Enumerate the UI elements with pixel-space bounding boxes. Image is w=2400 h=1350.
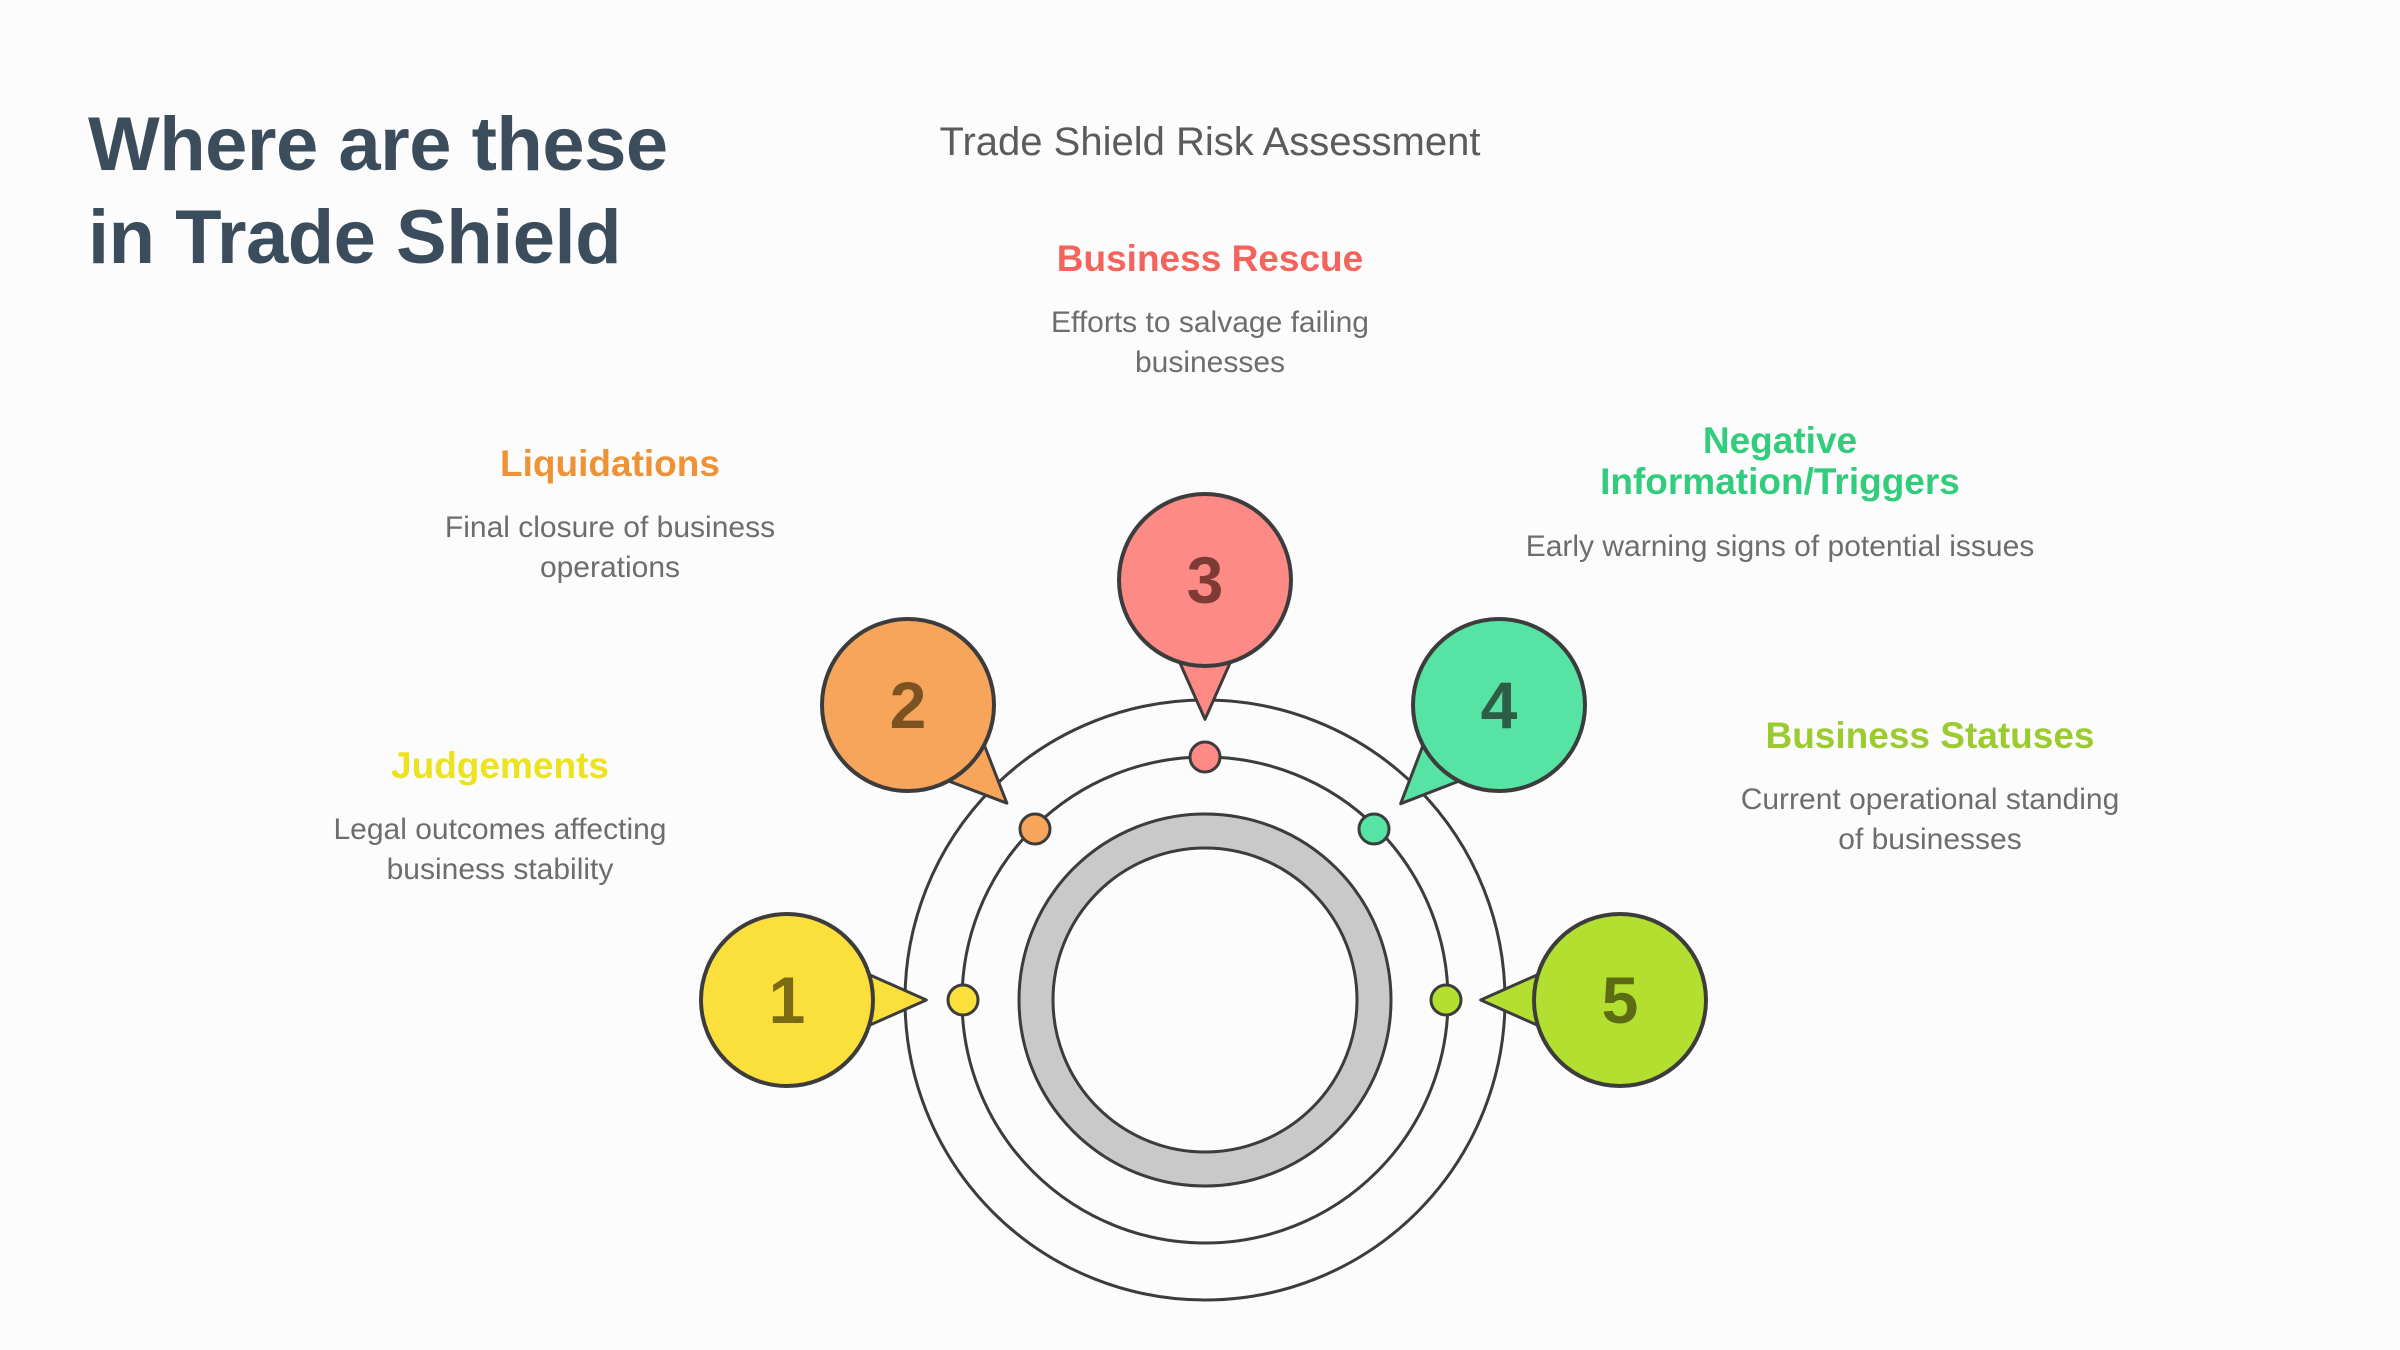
bubble-circle-5 (1532, 912, 1708, 1088)
number-bubble-4[interactable]: 4 (1399, 617, 1587, 806)
callout-business-statuses: Business Statuses Current operational st… (1730, 715, 2130, 860)
bubble-circle-2 (820, 617, 996, 793)
page-title-line-1: Where are these (88, 101, 668, 187)
callout-liquidations-title: Liquidations (500, 443, 720, 484)
bubble-number-5: 5 (1602, 963, 1639, 1037)
bubble-number-3: 3 (1187, 543, 1224, 617)
ring-dot-4 (1357, 812, 1391, 846)
callout-judgements: Judgements Legal outcomes affecting busi… (300, 745, 700, 890)
callout-negative-information-title: Negative Information/Triggers (1600, 420, 1960, 503)
callout-judgements-title: Judgements (391, 745, 609, 786)
bubble-number-2: 2 (890, 668, 927, 742)
number-bubble-1[interactable]: 1 (699, 912, 928, 1088)
bubble-circle-1 (699, 912, 875, 1088)
bubble-tail-1 (867, 973, 928, 1027)
callout-business-statuses-description: Current operational standing of business… (1740, 783, 2120, 857)
callout-negative-information-description: Early warning signs of potential issues (1525, 529, 2035, 563)
callout-negative-information: Negative Information/Triggers Early warn… (1520, 420, 2040, 566)
ring-dot-3 (1188, 740, 1222, 774)
bubble-number-1: 1 (769, 963, 806, 1037)
bubble-number-4: 4 (1481, 668, 1518, 742)
callout-business-rescue-title: Business Rescue (1056, 238, 1364, 279)
callout-liquidations: Liquidations Final closure of business o… (410, 443, 810, 588)
callout-business-statuses-title: Business Statuses (1765, 715, 2095, 756)
ring-dot-5 (1429, 983, 1463, 1017)
bubble-tail-3 (1178, 660, 1232, 721)
callout-liquidations-description: Final closure of business operations (444, 511, 776, 585)
center-donut-inner-edge (1051, 846, 1359, 1154)
page-title-line-2: in Trade Shield (88, 194, 622, 280)
page-title: Where are these in Trade Shield (88, 99, 848, 284)
bubble-circle-3 (1117, 492, 1293, 668)
diagram-title: Trade Shield Risk Assessment (939, 120, 1481, 164)
center-donut-outer-edge (1017, 812, 1393, 1188)
number-bubble-3[interactable]: 3 (1117, 492, 1293, 721)
number-bubble-2[interactable]: 2 (820, 617, 1009, 805)
bubble-tail-5 (1479, 973, 1540, 1027)
callout-business-rescue: Business Rescue Efforts to salvage faili… (1000, 238, 1420, 383)
callout-judgements-description: Legal outcomes affecting business stabil… (333, 813, 667, 887)
ring-dot-1 (946, 983, 980, 1017)
wheel-marker-dots (946, 740, 1463, 1017)
bubble-circle-4 (1411, 617, 1587, 793)
ring-dot-2 (1018, 812, 1052, 846)
number-bubble-5[interactable]: 5 (1479, 912, 1708, 1088)
wheel-number-bubbles: 1 2 3 4 5 (699, 492, 1708, 1088)
center-donut-band (1019, 814, 1391, 1186)
callout-business-rescue-description: Efforts to salvage failing businesses (1051, 306, 1369, 380)
